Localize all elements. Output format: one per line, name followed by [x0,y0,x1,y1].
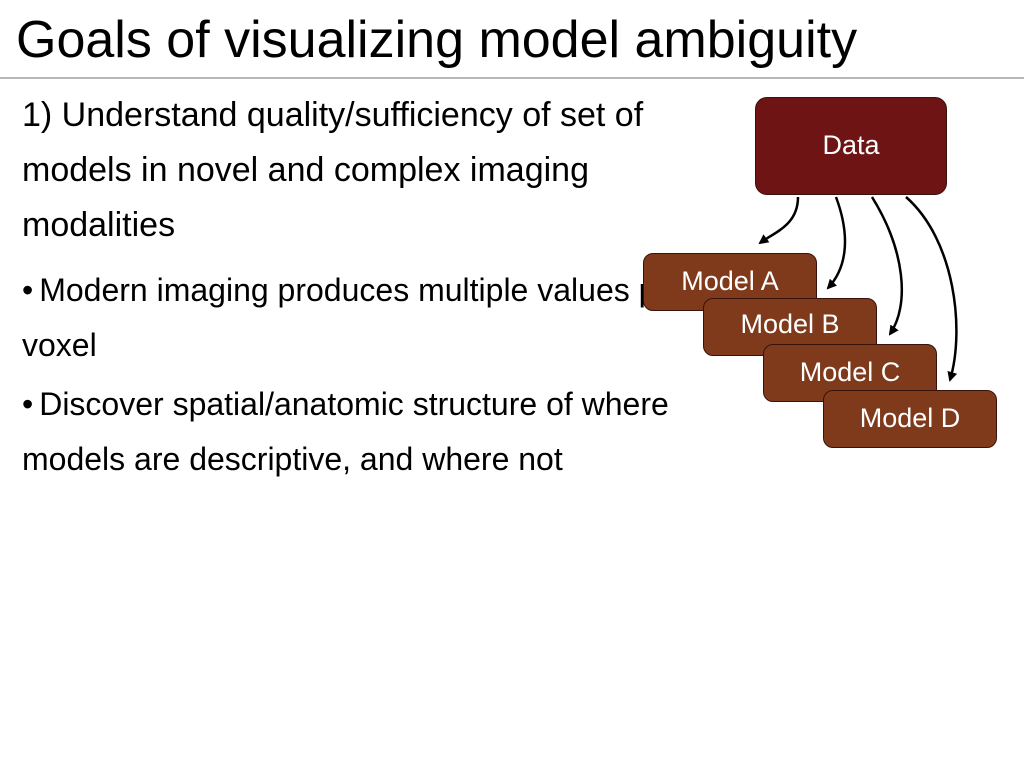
arrow-to-model-c [870,196,904,336]
arrow-to-model-d [905,196,958,382]
bullet-item: •Discover spatial/anatomic structure of … [22,377,702,487]
arrow-to-model-a [758,196,800,245]
model-d-node: Model D [823,390,997,448]
model-b-node: Model B [703,298,877,356]
slide-body: 1) Understand quality/sufficiency of set… [22,88,702,487]
bullet-item: •Modern imaging produces multiple values… [22,263,702,373]
bullet-marker: • [22,272,34,308]
model-c-node: Model C [763,344,937,402]
model-a-node: Model A [643,253,817,311]
arrow-to-model-b [826,196,847,290]
bullet-text: Modern imaging produces multiple values … [22,272,696,363]
goal-statement: 1) Understand quality/sufficiency of set… [22,96,644,244]
title-divider [0,77,1024,79]
data-node: Data [755,97,947,195]
bullet-text: Discover spatial/anatomic structure of w… [22,386,669,477]
slide-title: Goals of visualizing model ambiguity [16,11,858,69]
bullet-marker: • [22,386,34,422]
